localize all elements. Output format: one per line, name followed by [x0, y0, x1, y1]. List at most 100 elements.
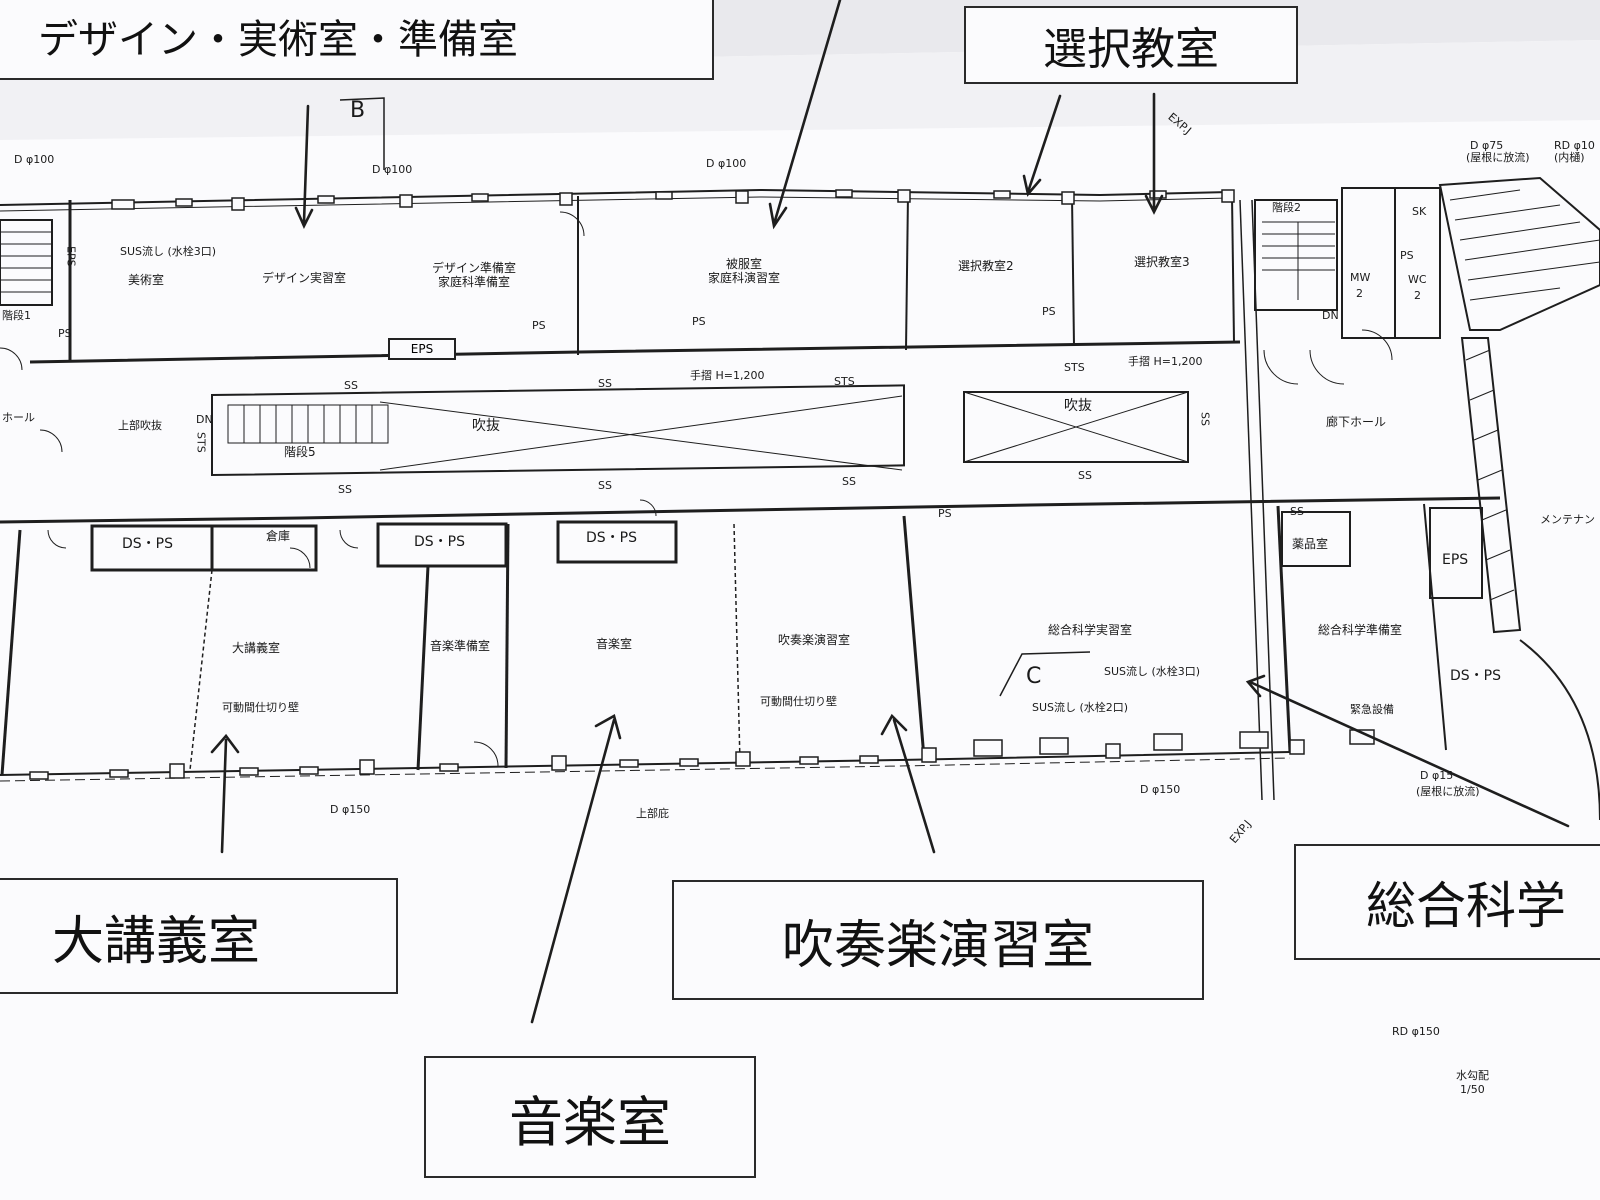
room-elective2: 選択教室2 [958, 259, 1014, 273]
note-d150-b: D φ150 [1140, 783, 1181, 796]
room-elective3: 選択教室3 [1134, 255, 1190, 269]
pointer-arrows [210, 0, 1570, 1024]
south-wall [0, 751, 1291, 776]
arrow-lecture [210, 733, 240, 854]
stairs2-block [1254, 199, 1338, 311]
room-ps-small: PS [1400, 249, 1414, 262]
arrow-elective3 [1144, 92, 1164, 215]
ramp-hatch [1449, 189, 1600, 301]
wc-block [1341, 187, 1441, 339]
room-design-practice: デザイン実習室 [262, 271, 347, 285]
partition-s1 [189, 569, 213, 771]
note-d150-c: D φ15 [1420, 769, 1454, 782]
section-c-line [999, 651, 1091, 697]
note-ss-4: SS [338, 483, 352, 496]
arrow-band [880, 713, 936, 854]
callout-music: 音楽室 [424, 1056, 756, 1178]
sinks [973, 729, 1375, 757]
note-ss-6: SS [842, 475, 856, 488]
note-eps-right: EPS [1442, 552, 1469, 568]
paper-sheet [0, 40, 1600, 1200]
note-handrail-1: 手摺 H=1,200 [690, 369, 765, 382]
note-rd-inside: (内樋) [1554, 151, 1585, 164]
void-west-x1 [379, 401, 903, 471]
partition-s6 [1276, 505, 1292, 753]
note-d100-b: D φ100 [706, 157, 747, 170]
room-hall-west: ホール [2, 411, 35, 424]
arrow-science [1245, 674, 1570, 828]
room-clothing-line1: 被服室 [726, 257, 763, 271]
note-rd150: RD φ150 [1392, 1025, 1440, 1038]
chemicals-box [1281, 511, 1351, 567]
note-ps-4: PS [1042, 305, 1056, 318]
room-mw-count: 2 [1356, 287, 1363, 300]
room-lecture: 大講義室 [232, 641, 281, 655]
room-stairs5: 階段5 [284, 445, 316, 459]
note-rd-top: RD φ10 [1554, 139, 1595, 152]
arrow-music [530, 714, 622, 1024]
note-maintenance: メンテナン [1540, 513, 1595, 526]
note-sus-sink-3: SUS流し (水栓3口) [120, 245, 217, 258]
note-sts-3: STS [194, 432, 208, 453]
partition-s2 [416, 565, 430, 771]
note-sts-1: STS [834, 375, 855, 388]
partition-s4 [733, 523, 741, 763]
partition-s7 [1423, 503, 1447, 751]
north-columns [111, 189, 1235, 211]
note-d100-left: D φ100 [14, 153, 55, 166]
room-clothing: 被服室 家庭科演習室 [708, 257, 781, 286]
note-eps-left: EPS [64, 246, 78, 267]
east-exp-line-2 [1251, 199, 1275, 801]
partition-s5 [902, 515, 926, 759]
callout-elective: 選択教室 [964, 6, 1298, 84]
room-music-prep: 音楽準備室 [430, 639, 491, 653]
partition-n3 [905, 193, 909, 351]
partition-s3 [504, 523, 510, 769]
east-exp-line-1 [1239, 199, 1263, 801]
room-sk: SK [1412, 205, 1427, 218]
section-marker-c: C [1026, 664, 1042, 689]
note-ss-1: SS [344, 379, 358, 392]
room-clothing-line2: 家庭科演習室 [708, 270, 781, 285]
room-void-east: 吹抜 [1064, 398, 1092, 414]
note-ps-3: PS [692, 315, 706, 328]
note-roof-drain: (屋根に放流) [1466, 151, 1530, 164]
room-storage: 倉庫 [266, 529, 291, 543]
note-d150-a: D φ150 [330, 803, 371, 816]
stairs1-block [0, 219, 53, 306]
door-swings [0, 211, 1393, 767]
note-upper-void: 上部吹抜 [118, 419, 162, 432]
stairs2-treads [1262, 221, 1335, 300]
room-void-west: 吹抜 [472, 418, 500, 434]
south-corridor-wall [0, 496, 1501, 524]
section-marker-b: B [350, 98, 366, 123]
room-wc: WC [1408, 273, 1427, 286]
note-eps-mid: EPS [388, 338, 456, 360]
east-wall-hatch [1460, 337, 1522, 634]
note-ss-8: SS [1290, 505, 1304, 518]
room-chemicals: 薬品室 [1292, 537, 1329, 551]
note-dn-1: DN [196, 413, 213, 426]
note-movable-partition-1: 可動間仕切り壁 [222, 701, 299, 714]
east-wall-hatch-lines [1465, 349, 1515, 601]
note-ds-ps-2: DS・PS [414, 534, 465, 550]
room-design-prep: デザイン準備室 家庭科準備室 [432, 261, 516, 290]
room-stairs1: 階段1 [2, 309, 31, 322]
south-columns [29, 739, 1305, 780]
storage-box [210, 524, 318, 572]
note-movable-partition-2: 可動間仕切り壁 [760, 695, 837, 708]
stairs1-treads [0, 231, 52, 293]
callout-band-practice: 吹奏楽演習室 [672, 880, 1204, 1000]
note-roof-drain-b: (屋根に放流) [1416, 785, 1480, 798]
note-slope-ratio: 1/50 [1460, 1083, 1485, 1096]
note-ds-ps-3: DS・PS [586, 530, 637, 546]
note-ps-5: PS [938, 507, 952, 520]
room-stairs2: 階段2 [1272, 201, 1301, 214]
callout-design-art-prep: デザイン・実術室・準備室 [0, 0, 714, 80]
room-science-practice: 総合科学実習室 [1048, 623, 1133, 637]
section-b-line [339, 97, 385, 170]
north-wall-inner [0, 196, 1231, 212]
east-curve [1519, 639, 1600, 821]
